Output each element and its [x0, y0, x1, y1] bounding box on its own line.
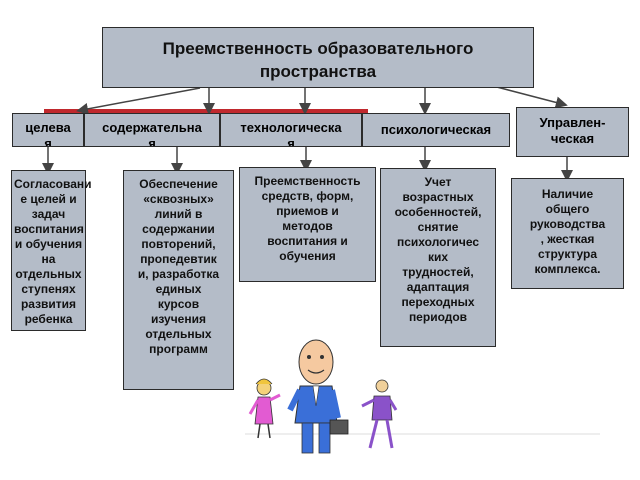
category-label-wrap: ческая — [550, 131, 595, 146]
title-line-1: Преемственность образовательного — [162, 39, 474, 58]
description-line: средств, форм, — [261, 189, 354, 203]
category-label: целева — [25, 120, 71, 135]
description-line: е целей и — [20, 192, 77, 206]
description-line: пропедевтик — [140, 252, 217, 266]
description-line: руководства — [529, 217, 606, 231]
description-line: повторений, — [141, 237, 216, 251]
description-line: воспитания и — [267, 234, 348, 248]
description-line: Обеспечение — [139, 177, 218, 191]
description-line: единых — [155, 282, 202, 296]
description-line: обучения — [279, 249, 336, 263]
category-label: Управлен- — [539, 115, 606, 130]
category-label-wrap: я — [287, 136, 295, 147]
description-line: , жесткая — [540, 232, 595, 246]
description-line: комплекса. — [534, 262, 601, 276]
category-label-wrap: я — [44, 136, 52, 147]
title-line-2: пространства — [259, 62, 377, 81]
diagram-title: Преемственность образовательного простра… — [102, 27, 534, 88]
description-line: переходных — [401, 295, 475, 309]
description-line: снятие — [417, 220, 459, 234]
description-line: ких — [427, 250, 449, 264]
description-line: адаптация — [406, 280, 470, 294]
category-label: технологическа — [240, 120, 342, 135]
category-label: содержательна — [102, 120, 202, 135]
description-line: задач — [31, 207, 66, 221]
description-line: особенностей, — [394, 205, 482, 219]
category-label-wrap: я — [148, 136, 156, 147]
description-line: и, разработка — [137, 267, 220, 281]
description-line: «сквозных» — [143, 192, 214, 206]
description-line: ступенях — [21, 282, 76, 296]
description-line: воспитания — [14, 222, 84, 236]
description-line: приемов и — [276, 204, 339, 218]
category-psychological: психологическая — [362, 113, 510, 147]
category-target: целева я — [12, 113, 84, 147]
description-line: Преемственность — [254, 174, 361, 188]
category-content: содержательна я — [84, 113, 220, 147]
description-line: изучения — [151, 312, 206, 326]
description-line: трудностей, — [402, 265, 474, 279]
category-managerial: Управлен- ческая — [516, 107, 629, 157]
description-line: Согласовани — [14, 177, 92, 191]
man-figure-icon — [361, 379, 398, 449]
description-line: курсов — [157, 297, 200, 311]
description-line: содержании — [142, 222, 215, 236]
description-line: программ — [149, 342, 208, 356]
woman-figure-icon — [248, 378, 281, 439]
description-line: методов — [282, 219, 333, 233]
category-technological: технологическа я — [220, 113, 362, 147]
category-label: психологическая — [380, 122, 492, 137]
description-line: и обучения — [14, 237, 83, 251]
description-line: отдельных — [15, 267, 82, 281]
description-line: ребенка — [24, 312, 73, 326]
description-line: отдельных — [145, 327, 212, 341]
description-line: Учет — [424, 175, 452, 189]
description-line: периодов — [408, 310, 468, 324]
description-line: развития — [20, 297, 77, 311]
description-line: на — [41, 252, 56, 266]
description-line: общего — [545, 202, 590, 216]
description-line: линий в — [154, 207, 203, 221]
businessman-figure-icon — [287, 339, 349, 454]
description-line: психологичес — [396, 235, 480, 249]
description-line: возрастных — [402, 190, 474, 204]
description-line: структура — [537, 247, 598, 261]
description-line: Наличие — [541, 187, 594, 201]
